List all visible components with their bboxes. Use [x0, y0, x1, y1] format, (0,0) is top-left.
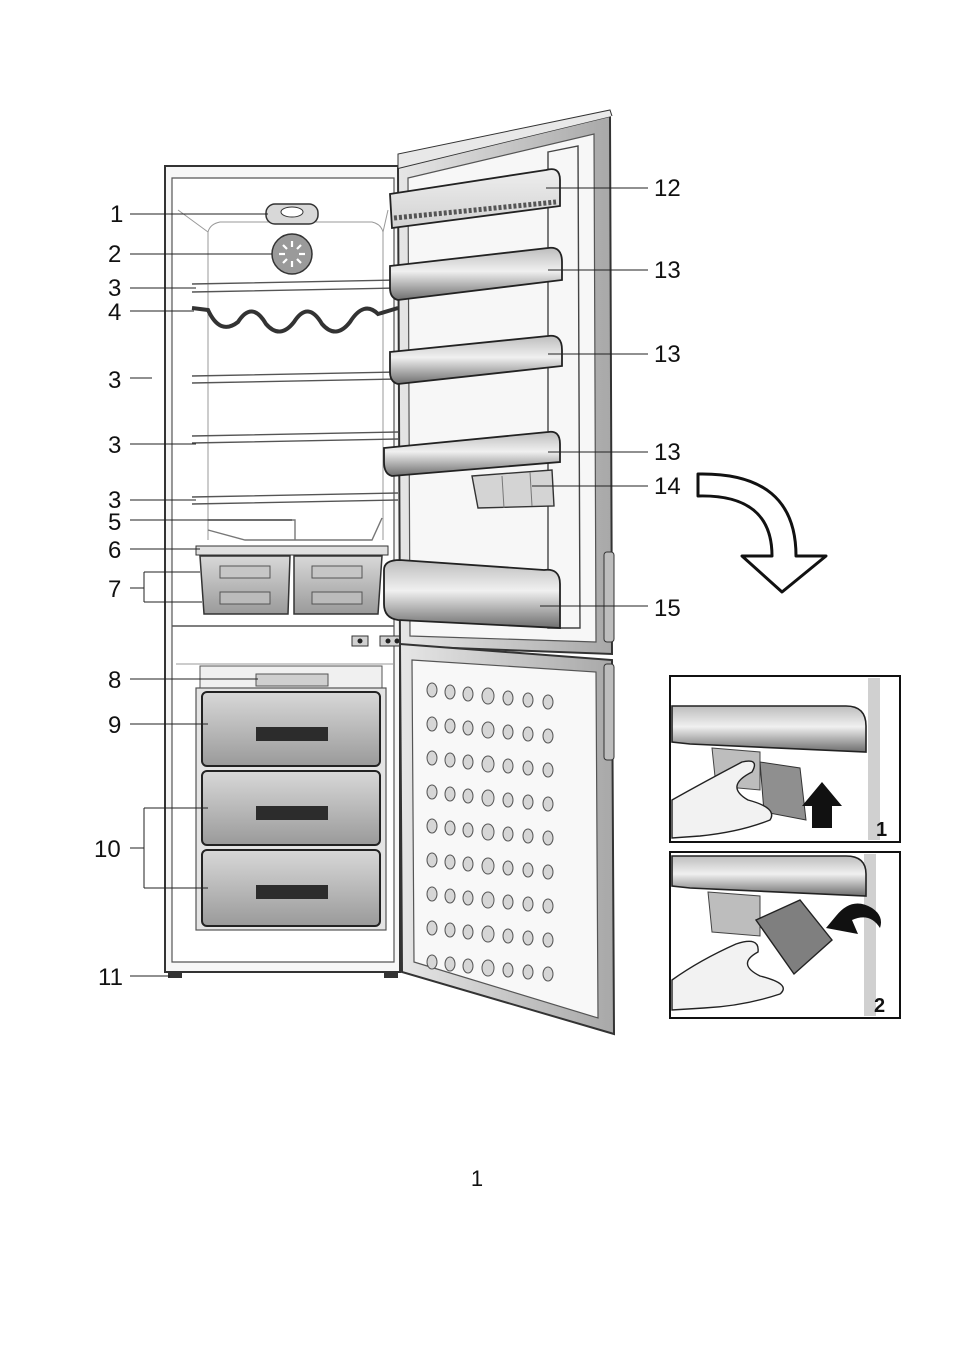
panel-label-1: 1 — [876, 819, 887, 841]
door-dimple — [482, 858, 494, 874]
egg-tray — [472, 470, 554, 508]
door-dimple — [503, 725, 513, 739]
door-dimple — [445, 855, 455, 869]
door-dimple — [482, 926, 494, 942]
door-dimple — [503, 861, 513, 875]
light-unit — [266, 204, 318, 224]
crisper-shelf — [196, 546, 388, 555]
door-dimple — [445, 753, 455, 767]
door-dimple — [523, 795, 533, 809]
door-dimple — [482, 790, 494, 806]
freezer-drawers — [202, 692, 380, 926]
callout-11: 11 — [98, 964, 123, 991]
door-dimple — [445, 923, 455, 937]
door-dimple — [543, 695, 553, 709]
callout-5: 5 — [108, 509, 121, 536]
door-dimple — [463, 687, 473, 701]
panel-label-2: 2 — [874, 995, 885, 1017]
door-dimple — [523, 761, 533, 775]
door-dimple — [543, 865, 553, 879]
door-dimple — [427, 683, 437, 697]
curved-arrow-icon — [698, 474, 826, 592]
door-dimple — [445, 685, 455, 699]
door-dimple — [427, 819, 437, 833]
callout-1: 1 — [110, 201, 123, 228]
door-dimple — [482, 756, 494, 772]
door-dimple — [427, 887, 437, 901]
callout-10: 10 — [94, 836, 121, 863]
callout-4: 4 — [108, 299, 121, 326]
door-dimple — [523, 727, 533, 741]
door-dimple — [503, 691, 513, 705]
door-dimple — [445, 719, 455, 733]
door-dimple — [543, 831, 553, 845]
door-dimple — [445, 821, 455, 835]
door-dimple — [482, 688, 494, 704]
callout-8: 8 — [108, 667, 121, 694]
door-dimple — [543, 933, 553, 947]
door-dimple — [543, 729, 553, 743]
door-dimple — [543, 763, 553, 777]
door-dimple — [445, 957, 455, 971]
door-dimple — [463, 721, 473, 735]
door-dimple — [482, 824, 494, 840]
callout-12: 12 — [654, 175, 681, 202]
callout-15: 15 — [654, 595, 681, 622]
door-dimple — [523, 965, 533, 979]
door-dimple — [427, 717, 437, 731]
door-dimple — [503, 793, 513, 807]
door-dimple — [503, 929, 513, 943]
detail-panel-1 — [670, 676, 900, 842]
door-dimple — [427, 853, 437, 867]
door-dimple — [463, 789, 473, 803]
callout-13-b: 13 — [654, 341, 681, 368]
callout-3-c: 3 — [108, 432, 121, 459]
door-dimple — [543, 967, 553, 981]
door-dimple — [482, 722, 494, 738]
door-dimple — [503, 759, 513, 773]
door-dimple — [482, 960, 494, 976]
callout-3-a: 3 — [108, 275, 121, 302]
door-dimple — [503, 827, 513, 841]
door-dimple — [445, 787, 455, 801]
callout-6: 6 — [108, 537, 121, 564]
detail-panel-2 — [670, 852, 900, 1018]
door-dimple — [523, 829, 533, 843]
door-dimple — [463, 823, 473, 837]
callout-13-a: 13 — [654, 257, 681, 284]
door-dimple — [427, 921, 437, 935]
page-number: 1 — [0, 1166, 954, 1192]
door-dimple — [463, 891, 473, 905]
door-dimple — [445, 889, 455, 903]
door-dimple — [427, 785, 437, 799]
door-dimple — [463, 925, 473, 939]
door-dimple — [482, 892, 494, 908]
door-dimple — [463, 857, 473, 871]
door-dimple — [503, 963, 513, 977]
door-dimple — [427, 955, 437, 969]
door-dimple — [463, 959, 473, 973]
door-dimple — [523, 693, 533, 707]
callout-14: 14 — [654, 473, 681, 500]
door-dimple — [463, 755, 473, 769]
callout-2: 2 — [108, 241, 121, 268]
fan-icon — [272, 234, 312, 274]
door-dimple — [523, 863, 533, 877]
callout-9: 9 — [108, 712, 121, 739]
door-dimple — [543, 797, 553, 811]
door-dimple — [427, 751, 437, 765]
callout-7: 7 — [108, 576, 121, 603]
door-dimple — [523, 897, 533, 911]
door-dimple — [503, 895, 513, 909]
callout-13-c: 13 — [654, 439, 681, 466]
callout-3-b: 3 — [108, 367, 121, 394]
door-dimple — [543, 899, 553, 913]
door-dimple — [523, 931, 533, 945]
